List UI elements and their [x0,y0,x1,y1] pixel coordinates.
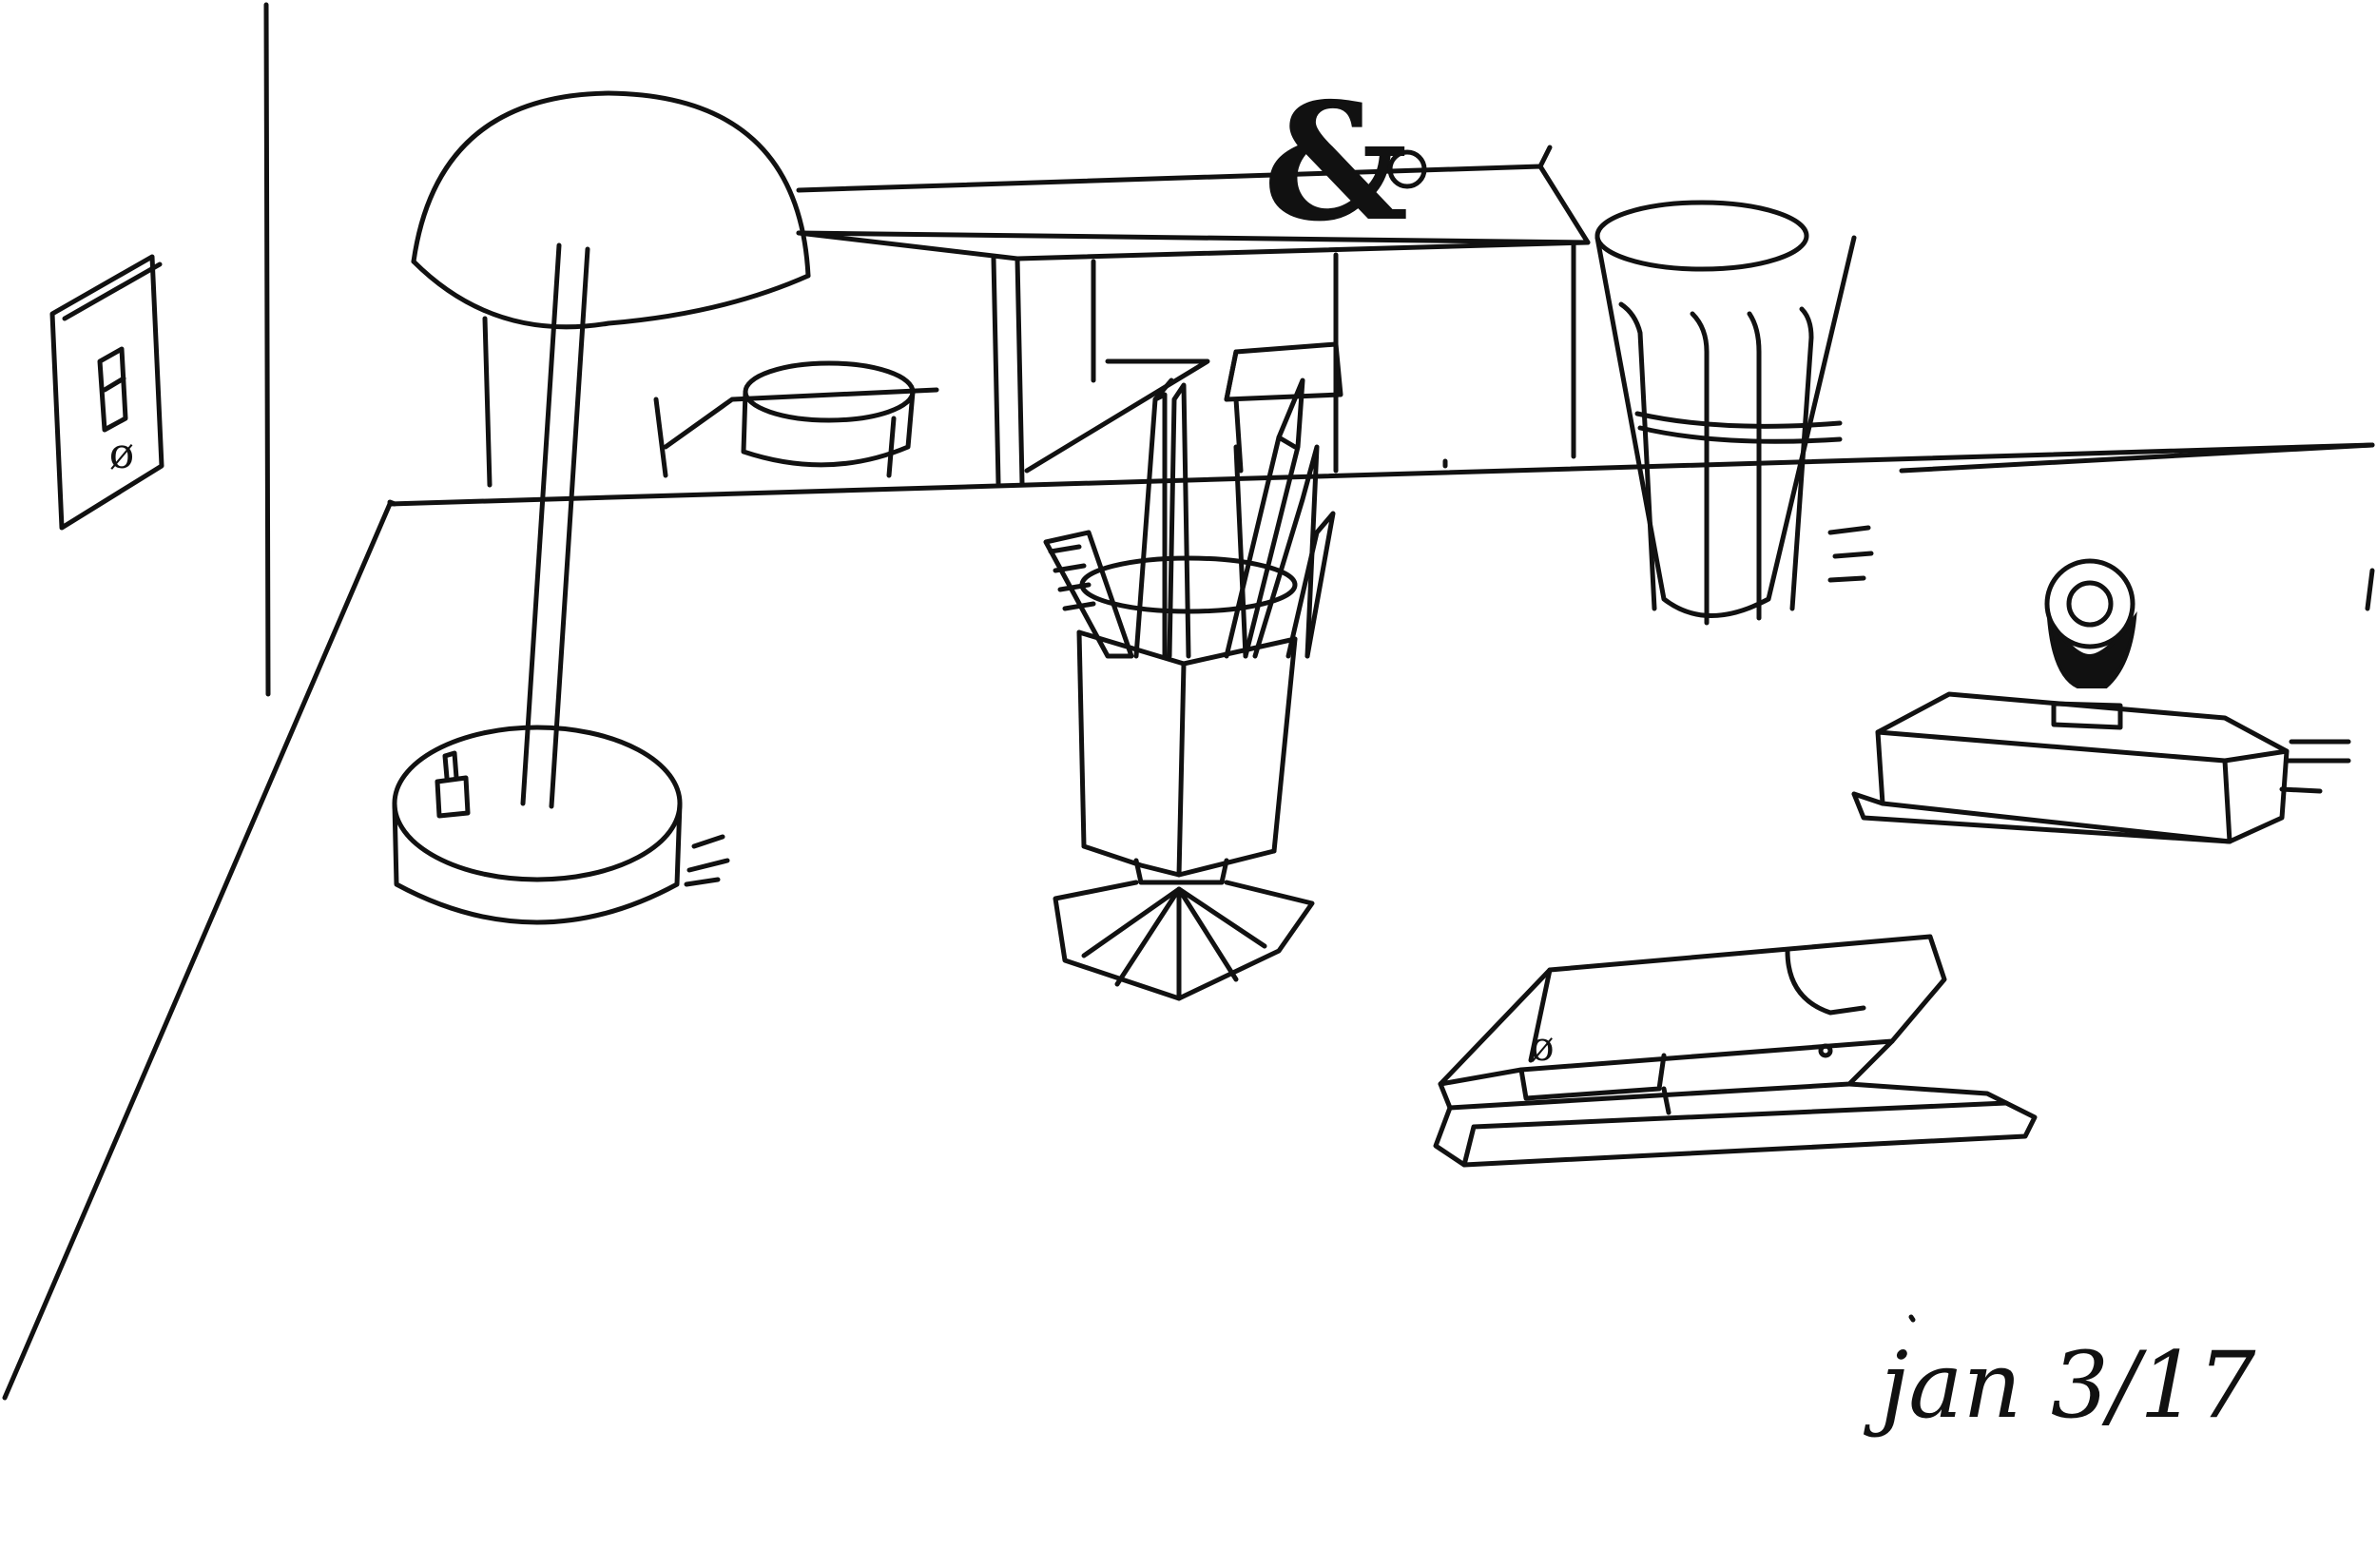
shelf-icon [653,145,1591,486]
ampersand-glyph: & [1263,68,1408,258]
light-switch-icon: ø [49,254,164,531]
stapler-icon: ø [1433,934,2038,1168]
switch-mark: ø [109,430,135,478]
drinking-glass-icon [1594,200,1874,626]
ampersand-ornament-icon: & [1263,68,1427,258]
stamp-on-book-icon [1851,558,2351,844]
desk-surface [2,442,2375,1401]
wall-corner [263,2,397,697]
desk-lamp-icon [392,90,811,925]
pencil-cup-icon [1043,377,1336,1001]
stapler-mark: ø [1530,1023,1554,1070]
stray-marks [1908,568,2375,1323]
date-note: jan 3/17 [1864,1332,2256,1439]
